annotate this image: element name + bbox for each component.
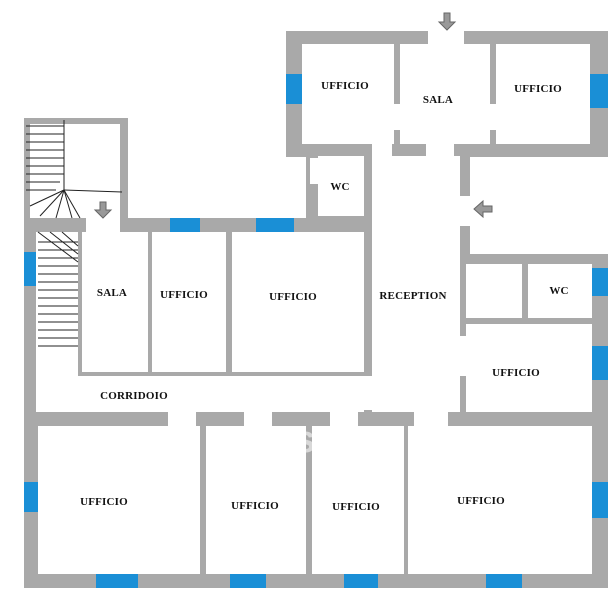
stairs-lower-flight [37, 231, 79, 347]
divider [200, 426, 206, 574]
door [394, 104, 400, 130]
floor-ufficio-right [466, 324, 592, 412]
house-logo-icon [216, 429, 248, 459]
door [490, 104, 496, 130]
window [286, 74, 302, 104]
watermark: casa.it [216, 419, 371, 461]
window [24, 252, 36, 286]
entrance-stairs-arrow-icon [93, 201, 113, 219]
floor-ufficio-mid-2 [232, 232, 364, 372]
stairs-turn [29, 189, 123, 219]
label-ufficio-top-left: UFFICIO [321, 80, 369, 92]
label-wc-right: WC [549, 285, 568, 297]
divider [78, 232, 82, 376]
label-reception: RECEPTION [379, 290, 446, 302]
door [414, 412, 448, 426]
floor-sala-top [400, 44, 490, 144]
divider [78, 372, 364, 376]
label-corridoio: CORRIDOIO [100, 390, 168, 402]
door [372, 144, 392, 156]
floor-ufficio-bottom-3 [312, 426, 404, 574]
door [426, 144, 454, 156]
window [96, 574, 138, 588]
label-sala-top: SALA [423, 94, 453, 106]
divider [226, 232, 232, 372]
window [592, 346, 608, 380]
floor-wc-left [318, 156, 364, 216]
door [310, 158, 318, 184]
divider [306, 426, 312, 574]
door-top-entrance [428, 31, 464, 44]
stairs [26, 120, 123, 347]
room-labels: UFFICIO SALA UFFICIO WC SALA UFFICIO UFF… [80, 80, 568, 513]
door [168, 412, 196, 426]
divider [522, 264, 528, 318]
label-wc-left: WC [330, 181, 349, 193]
window [230, 574, 266, 588]
floor-ufficio-mid-1 [152, 232, 226, 372]
floor-ufficio-top-right [496, 44, 590, 144]
entrance-top-arrow-icon [437, 12, 457, 31]
window [486, 574, 522, 588]
divider [404, 426, 408, 574]
floor-wc-right [528, 264, 592, 318]
watermark-text: casa.it [252, 419, 371, 461]
floor-corridoio [36, 376, 364, 412]
label-ufficio-bottom-1: UFFICIO [80, 496, 128, 508]
entrance-arrows [93, 12, 493, 219]
floors [30, 44, 592, 574]
window [256, 218, 294, 232]
floor-ufficio-bottom-4 [408, 426, 592, 574]
door [364, 376, 372, 410]
label-ufficio-mid-2: UFFICIO [269, 291, 317, 303]
floor-small-room [466, 264, 522, 318]
label-ufficio-mid-1: UFFICIO [160, 289, 208, 301]
floor-ufficio-top-left [302, 44, 394, 144]
divider [466, 318, 592, 324]
entrance-reception-arrow-icon [473, 199, 493, 219]
label-ufficio-bottom-4: UFFICIO [457, 495, 505, 507]
window [24, 482, 38, 512]
window [170, 218, 200, 232]
dividers [78, 232, 592, 574]
window [592, 268, 608, 296]
door [330, 412, 358, 426]
label-ufficio-bottom-3: UFFICIO [332, 501, 380, 513]
floor-ufficio-bottom-1 [38, 426, 200, 574]
label-ufficio-top-right: UFFICIO [514, 83, 562, 95]
label-ufficio-bottom-2: UFFICIO [231, 500, 279, 512]
label-sala-left: SALA [97, 287, 127, 299]
windows [24, 74, 608, 588]
door [460, 336, 466, 376]
stairs-upper-flight [26, 120, 65, 191]
floor-sala-left [82, 232, 148, 372]
door [244, 412, 272, 426]
window [344, 574, 378, 588]
window [590, 74, 608, 108]
window [592, 482, 608, 518]
label-ufficio-right: UFFICIO [492, 367, 540, 379]
divider [148, 232, 152, 372]
floor-reception [372, 156, 460, 412]
door-reception-entrance [460, 196, 470, 226]
door-stairs-entrance [86, 218, 120, 232]
